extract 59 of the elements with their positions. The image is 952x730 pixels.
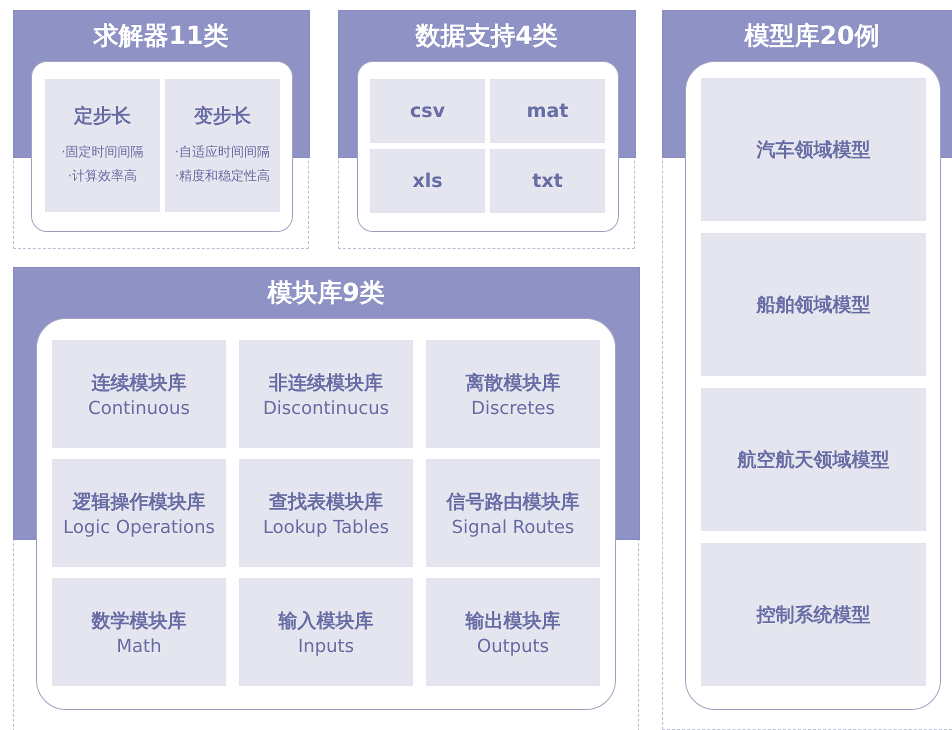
tile-label: 控制系统模型 <box>756 602 870 628</box>
bullet-text: ·固定时间间隔 <box>61 144 144 162</box>
tile-subtitle: Logic Operations <box>63 516 215 538</box>
tile-heading: 信号路由模块库 <box>446 490 580 514</box>
category-tile <box>701 233 926 376</box>
tile-subtitle: Lookup Tables <box>262 516 390 538</box>
section-title: 模块库9类 <box>267 277 385 309</box>
category-tile <box>701 543 926 686</box>
tile-subtitle: Math <box>116 636 162 656</box>
section-panel <box>662 10 952 730</box>
category-tile <box>426 578 600 686</box>
tile-subtitle: Discretes <box>471 398 555 418</box>
tile-heading: 非连续模块库 <box>269 370 383 396</box>
section-title: 求解器11类 <box>94 20 228 52</box>
category-tile <box>490 79 605 143</box>
tile-label: txt <box>532 170 563 192</box>
category-tile <box>370 149 485 213</box>
bullet-text: ·自适应时间间隔 <box>174 144 270 162</box>
tile-label: xls <box>412 170 443 192</box>
section-title: 模型库20例 <box>744 20 880 52</box>
category-tile <box>45 79 160 212</box>
tile-label: 汽车领域模型 <box>756 138 870 162</box>
tile-heading: 数学模块库 <box>92 608 186 634</box>
tile-heading: 输出模块库 <box>466 608 560 634</box>
section-panel <box>13 267 639 730</box>
category-tile <box>52 459 226 567</box>
bullet-text: ·精度和稳定性高 <box>174 168 270 186</box>
tile-subtitle: Inputs <box>298 636 354 656</box>
category-tile <box>52 340 226 448</box>
tile-label: 航空航天领域模型 <box>738 448 890 472</box>
tile-subtitle: Discontinucus <box>262 398 390 418</box>
bullet-text: ·计算效率高 <box>68 168 138 186</box>
category-tile <box>370 79 485 143</box>
section-panel <box>338 10 635 249</box>
category-tile <box>490 149 605 213</box>
tile-label: 船舶领域模型 <box>756 292 870 318</box>
category-tile <box>239 340 413 448</box>
category-tile <box>426 340 600 448</box>
tile-subtitle: Outputs <box>477 636 549 656</box>
category-tile <box>239 459 413 567</box>
tile-subtitle: Continuous <box>88 398 190 418</box>
category-tile <box>239 578 413 686</box>
tile-heading: 逻辑操作模块库 <box>72 490 206 514</box>
category-tile <box>701 78 926 221</box>
section-title: 数据支持4类 <box>415 20 558 52</box>
tile-label: csv <box>410 100 445 122</box>
tile-heading: 查找表模块库 <box>269 490 383 514</box>
tile-heading: 离散模块库 <box>466 370 560 396</box>
section-panel <box>13 10 309 249</box>
tile-label: mat <box>526 100 568 122</box>
tile-subtitle: Signal Routes <box>452 516 574 538</box>
tile-heading: 输入模块库 <box>278 608 374 634</box>
tile-heading: 变步长 <box>194 104 251 128</box>
category-tile <box>701 388 926 531</box>
tile-heading: 连续模块库 <box>92 370 186 396</box>
category-tile <box>426 459 600 567</box>
category-tile <box>52 578 226 686</box>
tile-heading: 定步长 <box>74 104 131 128</box>
category-tile <box>165 79 280 212</box>
